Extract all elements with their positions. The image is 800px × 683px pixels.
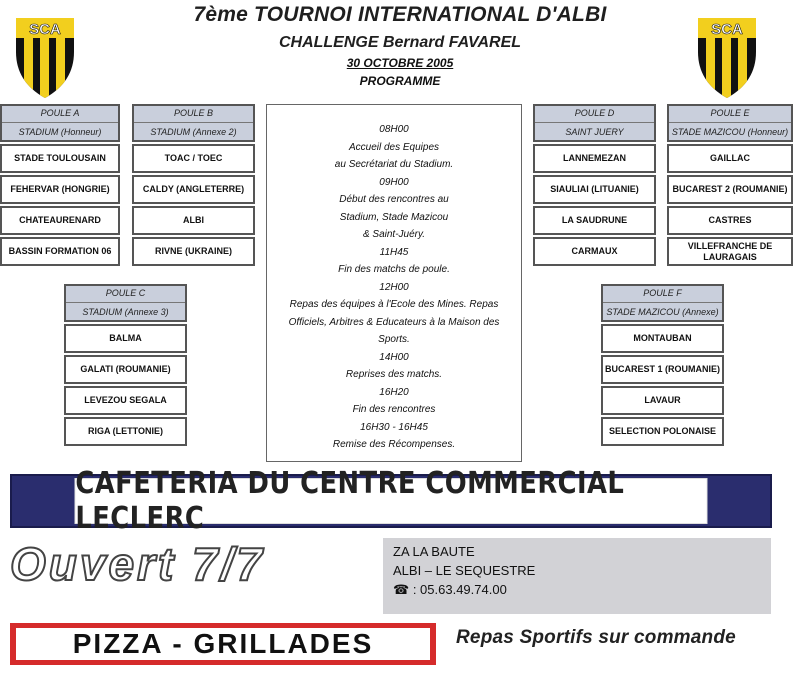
- schedule-line: Officiels, Arbitres & Educateurs à la Ma…: [288, 316, 500, 328]
- pool-d: POULE D SAINT JUERY LANNEMEZAN SIAULIAI …: [533, 104, 656, 266]
- cafeteria-banner-text: CAFETERIA DU CENTRE COMMERCIAL LECLERC: [74, 466, 708, 536]
- pool-f: POULE F STADE MAZICOU (Annexe) MONTAUBAN…: [601, 284, 724, 446]
- sports-meals-text: Repas Sportifs sur commande: [456, 627, 736, 648]
- pool-header: POULE F STADE MAZICOU (Annexe): [601, 284, 724, 322]
- pool-name: POULE C: [105, 288, 146, 298]
- team-cell: BASSIN FORMATION 06: [0, 237, 120, 266]
- schedule-line: Fin des rencontres: [352, 404, 436, 415]
- team-cell: FEHERVAR (HONGRIE): [0, 175, 120, 204]
- address-box: ZA LA BAUTE ALBI – LE SEQUESTRE ☎ : 05.6…: [383, 538, 771, 614]
- team-cell: SIAULIAI (LITUANIE): [533, 175, 656, 204]
- pool-header: POULE D SAINT JUERY: [533, 104, 656, 142]
- pool-b: POULE B STADIUM (Annexe 2) TOAC / TOEC C…: [132, 104, 255, 266]
- team-cell: CARMAUX: [533, 237, 656, 266]
- team-cell: LA SAUDRUNE: [533, 206, 656, 235]
- team-cell: RIGA (LETTONIE): [64, 417, 187, 446]
- schedule-box: 08H00 Accueil des Equipes au Secrétariat…: [266, 104, 522, 462]
- team-cell: STADE TOULOUSAIN: [0, 144, 120, 173]
- team-cell: BALMA: [64, 324, 187, 353]
- schedule-line: 11H45: [379, 246, 409, 258]
- schedule-line: au Secrétariat du Stadium.: [334, 159, 454, 170]
- sca-logo-right: SCA: [696, 8, 758, 100]
- team-cell: SELECTION POLONAISE: [601, 417, 724, 446]
- pool-name: POULE D: [574, 108, 615, 118]
- team-cell: LANNEMEZAN: [533, 144, 656, 173]
- phone-number: : 05.63.49.74.00: [412, 582, 507, 597]
- schedule-line: Fin des matchs de poule.: [338, 264, 450, 275]
- schedule-line: Repas des équipes à l'Ecole des Mines. R…: [289, 299, 499, 310]
- logo-text: SCA: [29, 21, 61, 38]
- pool-venue: STADIUM (Annexe 3): [82, 307, 169, 317]
- pool-venue: SAINT JUERY: [565, 127, 624, 137]
- team-cell: BUCAREST 1 (ROUMANIE): [601, 355, 724, 384]
- pool-e: POULE E STADE MAZICOU (Honneur) GAILLAC …: [667, 104, 793, 266]
- pool-c: POULE C STADIUM (Annexe 3) BALMA GALATI …: [64, 284, 187, 446]
- team-cell: MONTAUBAN: [601, 324, 724, 353]
- pool-name: POULE B: [173, 108, 213, 118]
- cafeteria-banner: CAFETERIA DU CENTRE COMMERCIAL LECLERC: [10, 466, 772, 536]
- sca-logo-left: SCA: [14, 8, 76, 100]
- team-cell: LEVEZOU SEGALA: [64, 386, 187, 415]
- schedule-line: 09H00: [379, 176, 409, 188]
- pool-name: POULE F: [643, 288, 682, 298]
- schedule-line: Stadium, Stade Mazicou: [339, 211, 449, 223]
- schedule-line: Accueil des Equipes: [348, 141, 440, 153]
- schedule-line: Remise des Récompenses.: [332, 439, 456, 450]
- pool-venue: STADIUM (Honneur): [18, 127, 102, 137]
- team-cell: CALDY (ANGLETERRE): [132, 175, 255, 204]
- opening-days: Ouvert 7/7: [9, 537, 265, 591]
- team-cell: ALBI: [132, 206, 255, 235]
- pool-header: POULE E STADE MAZICOU (Honneur): [667, 104, 793, 142]
- pool-venue: STADIUM (Annexe 2): [150, 127, 237, 137]
- event-date: 30 OCTOBRE 2005: [346, 56, 454, 70]
- pool-name: POULE E: [710, 108, 750, 118]
- schedule-line: Reprises des matchs.: [345, 369, 443, 380]
- pool-header: POULE C STADIUM (Annexe 3): [64, 284, 187, 322]
- team-cell: TOAC / TOEC: [132, 144, 255, 173]
- team-cell: CHATEAURENARD: [0, 206, 120, 235]
- schedule-line: 16H30 - 16H45: [360, 421, 428, 433]
- team-cell: GAILLAC: [667, 144, 793, 173]
- team-cell: CASTRES: [667, 206, 793, 235]
- schedule-line: 08H00: [379, 124, 409, 135]
- challenge-subtitle: CHALLENGE Bernard FAVAREL: [278, 34, 522, 51]
- pool-a: POULE A STADIUM (Honneur) STADE TOULOUSA…: [0, 104, 120, 266]
- schedule-line: 16H20: [379, 386, 409, 398]
- pool-name: POULE A: [40, 108, 80, 118]
- programme-label: PROGRAMME: [359, 74, 441, 88]
- tournament-title: 7ème TOURNOI INTERNATIONAL D'ALBI: [193, 3, 607, 26]
- team-cell: LAVAUR: [601, 386, 724, 415]
- logo-text: SCA: [711, 21, 743, 38]
- pizza-banner: PIZZA - GRILLADES: [10, 623, 436, 665]
- schedule-line: Début des rencontres au: [339, 194, 449, 205]
- schedule-line: 14H00: [379, 351, 409, 363]
- team-cell: BUCAREST 2 (ROUMANIE): [667, 175, 793, 204]
- team-cell: RIVNE (UKRAINE): [132, 237, 255, 266]
- schedule-line: Sports.: [378, 334, 410, 345]
- pizza-banner-text: PIZZA - GRILLADES: [16, 628, 430, 660]
- address-line-2: ALBI – LE SEQUESTRE: [393, 563, 536, 578]
- pool-venue: STADE MAZICOU (Honneur): [671, 127, 789, 137]
- pool-header: POULE B STADIUM (Annexe 2): [132, 104, 255, 142]
- schedule-line: & Saint-Juéry.: [362, 229, 426, 240]
- address-line-1: ZA LA BAUTE: [393, 544, 475, 559]
- team-cell: GALATI (ROUMANIE): [64, 355, 187, 384]
- phone-icon: ☎: [393, 582, 410, 597]
- pool-header: POULE A STADIUM (Honneur): [0, 104, 120, 142]
- schedule-line: 12H00: [379, 281, 409, 293]
- pool-venue: STADE MAZICOU (Annexe): [606, 307, 719, 317]
- team-cell: VILLEFRANCHE DE LAURAGAIS: [667, 237, 793, 266]
- phone-line: ☎ : 05.63.49.74.00: [393, 580, 761, 599]
